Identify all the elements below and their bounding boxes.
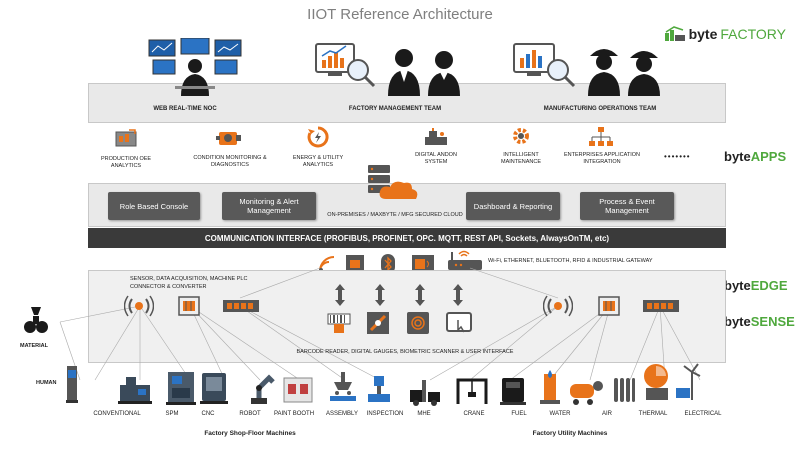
page-title: IIOT Reference Architecture [307, 6, 493, 23]
digital-andon-icon [423, 126, 449, 148]
energy-utility-icon [306, 125, 330, 149]
byte-apps-label: byteAPPS [724, 149, 786, 164]
mhe-icon [408, 376, 442, 406]
gateway-label: Wi-Fi, ETHERNET, BLUETOOTH, RFID & INDUS… [488, 258, 653, 264]
cloud-label: ON-PREMISES / MAXBYTE / MFG SECURED CLOU… [327, 212, 463, 218]
apps-more-dots: ••••••• [664, 152, 691, 161]
machine-spm-label: SPM [165, 411, 179, 417]
role-based-console-button[interactable]: Role Based Console [108, 192, 200, 220]
cnc-machine-icon [200, 371, 228, 405]
human-label: HUMAN [36, 380, 57, 386]
robot-icon [245, 370, 275, 406]
air-compressor-icon [568, 376, 604, 406]
machine-cnc-label: CNC [201, 411, 215, 417]
enterprise-integration-icon [588, 125, 614, 149]
spm-machine-icon [166, 370, 196, 406]
team-manufacturing-ops-label: MANUFACTURING OPERATIONS TEAM [543, 106, 657, 112]
oee-analytics-icon [114, 127, 138, 149]
converter-icon-right [642, 299, 680, 313]
digital-gauge-icon [366, 311, 390, 335]
byte-sense-suffix: SENSE [750, 314, 795, 329]
biometric-scanner-icon [406, 311, 430, 335]
process-event-button[interactable]: Process & Event Management [580, 192, 674, 220]
dashboard-reporting-button[interactable]: Dashboard & Reporting [466, 192, 560, 220]
condition-monitoring-icon [216, 127, 242, 149]
byte-apps-prefix: byte [724, 149, 751, 164]
machine-inspection-label: INSPECTION [366, 411, 404, 417]
human-kiosk-icon [64, 364, 80, 404]
thermal-icon [640, 362, 672, 402]
utility-group-title: Factory Utility Machines [532, 430, 608, 437]
machine-mhe-label: MHE [417, 411, 431, 417]
byte-edge-prefix: byte [724, 278, 751, 293]
manufacturing-ops-illustration [512, 40, 670, 96]
machine-thermal-label: THERMAL [638, 411, 668, 417]
plc-connector-icon-left [178, 296, 200, 316]
logo-suffix: FACTORY [720, 26, 786, 42]
shopfloor-group-title: Factory Shop-Floor Machines [204, 430, 296, 437]
team-factory-management-label: FACTORY MANAGEMENT TEAM [348, 106, 442, 112]
app-oee-label: PRODUCTION OEE ANALYTICS [100, 156, 152, 169]
machine-fuel-label: FUEL [511, 411, 527, 417]
converter-icon-left [222, 299, 260, 313]
byte-apps-suffix: APPS [750, 149, 787, 164]
factory-logo-icon [664, 26, 685, 41]
electrical-icon [674, 362, 708, 402]
logo-prefix: byte [688, 26, 718, 42]
plc-connector-icon-right [598, 296, 620, 316]
byte-sense-label: byteSENSE [724, 314, 795, 329]
bluetooth-icon [381, 254, 395, 274]
material-icon [24, 305, 48, 335]
intelligent-maintenance-icon [509, 124, 533, 148]
app-enterprise-integration-label: ENTERPRISES APPLICATION INTEGRATION [563, 152, 640, 165]
factory-management-illustration [314, 40, 470, 96]
material-label: MATERIAL [20, 343, 49, 349]
machine-conventional-label: CONVENTIONAL [93, 411, 141, 417]
app-intelligent-maintenance-label: INTELLIGENT MAINTENANCE [500, 152, 542, 165]
inspection-icon [366, 374, 392, 404]
app-digital-andon-label: DIGITAL ANDON SYSTEM [415, 152, 457, 165]
sensor-broadcast-icon-right [543, 295, 573, 317]
water-icon [538, 370, 562, 406]
industrial-gateway-icon [446, 248, 484, 274]
byte-edge-label: byteEDGE [724, 278, 788, 293]
machine-robot-label: ROBOT [239, 411, 261, 417]
app-condition-monitoring-label: CONDITION MONITORING & DIAGNOSTICS [193, 155, 267, 168]
fuel-icon [500, 374, 526, 406]
machine-assembly-label: ASSEMBLY [326, 411, 358, 417]
ethernet-icon [345, 254, 365, 274]
communication-interface-bar: COMMUNICATION INTERFACE (PROFIBUS, PROFI… [88, 228, 726, 248]
machine-crane-label: CRANE [463, 411, 485, 417]
reader-label: BARCODE READER, DIGITAL GAUGES, BIOMETRI… [296, 349, 514, 355]
machine-paint-booth-label: PAINT BOOTH [273, 411, 315, 417]
machine-electrical-label: ELECTRICAL [684, 411, 722, 417]
user-interface-icon [446, 312, 472, 334]
assembly-icon [328, 372, 358, 404]
machine-air-label: AIR [601, 411, 612, 417]
paint-booth-icon [282, 374, 314, 406]
barcode-reader-icon [326, 312, 352, 334]
conventional-machine-icon [118, 375, 152, 405]
machine-water-label: WATER [549, 411, 571, 417]
sensor-broadcast-icon-left [124, 295, 154, 317]
sensor-label: SENSOR, DATA ACQUISITION, MACHINE PLC CO… [130, 276, 248, 290]
heater-icon [612, 376, 636, 404]
rfid-icon [411, 254, 435, 274]
byte-sense-prefix: byte [724, 314, 751, 329]
monitoring-alert-button[interactable]: Monitoring & Alert Management [222, 192, 316, 220]
server-cloud-icon [364, 163, 424, 203]
noc-illustration [147, 38, 243, 96]
crane-icon [454, 376, 490, 406]
app-energy-utility-label: ENERGY & UTILITY ANALYTICS [292, 155, 344, 168]
byte-edge-suffix: EDGE [750, 278, 788, 293]
team-noc-label: WEB REAL-TIME NOC [153, 106, 217, 112]
